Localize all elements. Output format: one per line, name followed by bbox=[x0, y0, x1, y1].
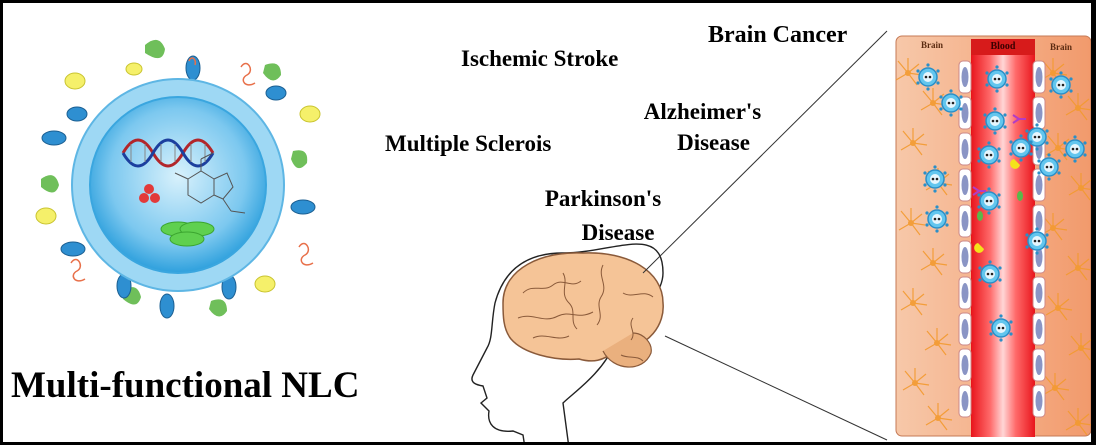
disease-label-ischemic-stroke: Ischemic Stroke bbox=[461, 47, 618, 70]
disease-label-multiple-sclerosis: Multiple Sclerois bbox=[385, 132, 551, 155]
disease-label-parkinsons-line2: Disease bbox=[548, 221, 688, 244]
disease-label-brain-cancer: Brain Cancer bbox=[708, 23, 847, 47]
bbb-label-brain-left: Brain bbox=[921, 41, 943, 50]
disease-label-alzheimers-line2: Disease bbox=[651, 131, 776, 154]
disease-label-alzheimers-line1: Alzheimer's bbox=[640, 100, 765, 123]
bbb-label-brain-right: Brain bbox=[1050, 43, 1072, 52]
nlc-nanoparticle bbox=[36, 40, 320, 318]
blood-vessel bbox=[971, 39, 1035, 437]
bbb-panel bbox=[896, 36, 1095, 437]
bbb-label-blood: Blood bbox=[975, 42, 1031, 52]
nlc-label: Multi-functional NLC bbox=[11, 367, 359, 404]
brain-icon bbox=[503, 253, 663, 367]
nlc-core bbox=[90, 97, 266, 273]
disease-label-parkinsons-line1: Parkinson's bbox=[533, 187, 673, 210]
